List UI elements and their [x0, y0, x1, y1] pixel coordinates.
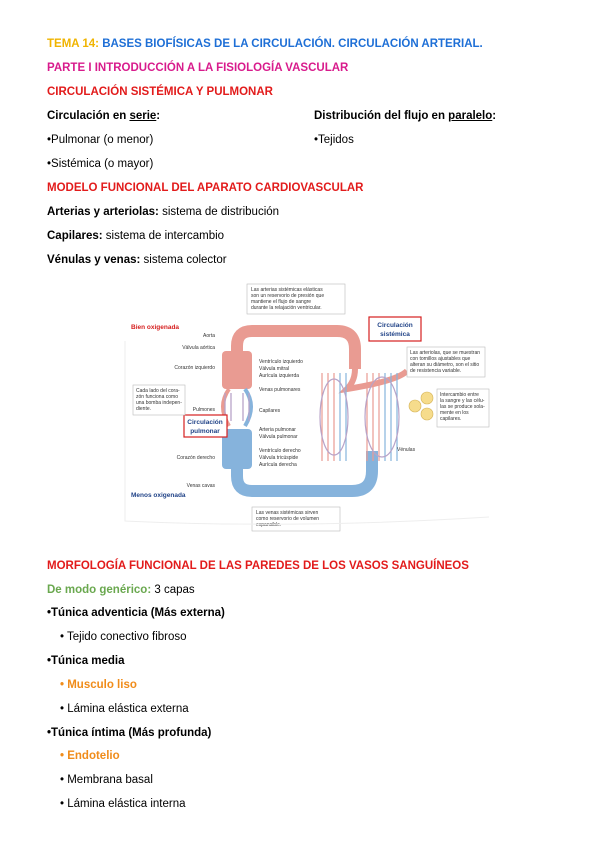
cap-note-line: las se produce sola- [440, 404, 485, 410]
cap-note-line: mente en los [440, 410, 469, 416]
modelo-venulas: Vénulas y venas: sistema colector [47, 254, 227, 266]
cardiovascular-diagram: Circulación sistémica Circulación pulmon… [97, 281, 492, 535]
media-item-lamina: • Lámina elástica externa [60, 703, 189, 715]
label-valvula-mitral: Válvula mitral [259, 366, 289, 372]
paralelo-heading: Distribución del flujo en paralelo: [314, 110, 497, 122]
label-venas-cavas: Venas cavas [187, 483, 216, 489]
tunica-media: •Túnica media [47, 655, 125, 667]
label-venas-pulmonares: Venas pulmonares [259, 387, 301, 393]
modelo-heading: MODELO FUNCIONAL DEL APARATO CARDIOVASCU… [47, 182, 364, 194]
circulacion-heading: CIRCULACIÓN SISTÉMICA Y PULMONAR [47, 86, 273, 98]
bottom-note-line: Las venas sistémicas sirven [256, 510, 318, 516]
bien-oxigenada-label: Bien oxigenada [131, 324, 179, 331]
label-pulmones: Pulmones [193, 407, 216, 413]
bottom-note-line: expansible. [256, 522, 281, 528]
left-note-line: diente. [136, 406, 151, 412]
label-ventriculo-derecho: Ventrículo derecho [259, 448, 301, 454]
sistemica-label-1: Circulación [377, 322, 412, 329]
left-note-line: Cada lado del cora- [136, 388, 180, 394]
morfologia-heading: MORFOLOGÍA FUNCIONAL DE LAS PAREDES DE L… [47, 560, 469, 572]
bottom-note-line: como reservorio de volumen [256, 516, 319, 522]
cap-note-line: la sangre y las célu- [440, 398, 485, 404]
left-note-box [132, 384, 186, 416]
pulmonar-box [183, 414, 228, 438]
sistemica-label-2: sistémica [380, 331, 410, 338]
modelo-arterias: Arterias y arteriolas: sistema de distri… [47, 206, 280, 218]
left-note-line: una bomba indepen- [136, 400, 182, 406]
serie-item-pulmonar: •Pulmonar (o menor) [47, 134, 154, 146]
right-note-box [406, 346, 486, 378]
label-corazon-izquierdo: Corazón izquierdo [174, 365, 215, 371]
paralelo-item-tejidos: •Tejidos [314, 134, 354, 146]
right-heart [222, 429, 252, 469]
systemic-capillaries [319, 373, 400, 461]
cap-note-line: capilares. [440, 416, 461, 422]
tunica-adventicia: •Túnica adventicia (Más externa) [47, 607, 225, 619]
tema-title: TEMA 14: BASES BIOFÍSICAS DE LA CIRCULAC… [47, 38, 483, 50]
pulmonar-label-1: Circulación [187, 419, 222, 426]
tissue-cells [408, 391, 434, 421]
cap-note-line: Intercambio entre [440, 392, 479, 398]
right-note-line: de resistencia variable. [410, 368, 461, 374]
top-note-line: mantiene el flujo de sangre [251, 299, 311, 305]
tunica-intima: •Túnica íntima (Más profunda) [47, 727, 212, 739]
serie-heading: Circulación en serie: [47, 110, 161, 122]
right-note-line: alteran su diámetro, son el sitio [410, 362, 479, 368]
top-note-line: son un reservorio de presión que [251, 293, 324, 299]
serie-item-sistemica: •Sistémica (o mayor) [47, 158, 154, 170]
label-aorta: Aorta [203, 333, 215, 339]
label-ventriculo-izquierdo: Ventrículo izquierdo [259, 359, 303, 365]
tema-text: BASES BIOFÍSICAS DE LA CIRCULACIÓN. CIRC… [102, 38, 483, 50]
label-corazon-derecho: Corazón derecho [177, 455, 216, 461]
label-capilares: Capilares [259, 408, 281, 414]
generico-line: De modo genérico: 3 capas [47, 584, 195, 596]
pulmonary-capillaries [224, 393, 250, 421]
top-note-line: durante la relajación ventricular. [251, 305, 322, 311]
adventicia-item: • Tejido conectivo fibroso [60, 631, 187, 643]
label-arteria-pulmonar: Arteria pulmonar [259, 427, 296, 433]
bottom-note-box [251, 506, 341, 532]
modelo-capilares: Capilares: sistema de intercambio [47, 230, 225, 242]
label-auricula-derecha: Aurícula derecha [259, 462, 297, 468]
tema-prefix: TEMA 14: [47, 38, 99, 50]
label-venulas: Vénulas [397, 447, 416, 453]
parte-heading: PARTE I INTRODUCCIÓN A LA FISIOLOGÍA VAS… [47, 62, 349, 74]
media-item-musculo: • Musculo liso [60, 679, 137, 691]
label-valvula-pulmonar: Válvula pulmonar [259, 434, 298, 440]
left-note-line: zón funciona como [136, 394, 178, 400]
label-valvula-aortica: Válvula aórtica [182, 345, 215, 351]
top-note-box [246, 283, 346, 315]
intima-item-endotelio: • Endotelio [60, 750, 120, 762]
cap-note-box [436, 388, 490, 428]
top-note-line: Las arterias sistémicas elásticas [251, 287, 323, 293]
intima-item-membrana: • Membrana basal [60, 774, 153, 786]
right-note-line: Las arteriolas, que se muestran [410, 350, 480, 356]
left-heart [222, 351, 252, 389]
label-auricula-izquierda: Aurícula izquierda [259, 373, 299, 379]
pulmonar-label-2: pulmonar [190, 428, 220, 435]
label-valvula-tricuspide: Válvula tricúspide [259, 455, 298, 461]
sistemica-box [368, 316, 422, 342]
right-note-line: con tornillos ajustables que [410, 356, 471, 362]
menos-oxigenada-label: Menos oxigenada [131, 492, 186, 499]
intima-item-lamina: • Lámina elástica interna [60, 798, 186, 810]
